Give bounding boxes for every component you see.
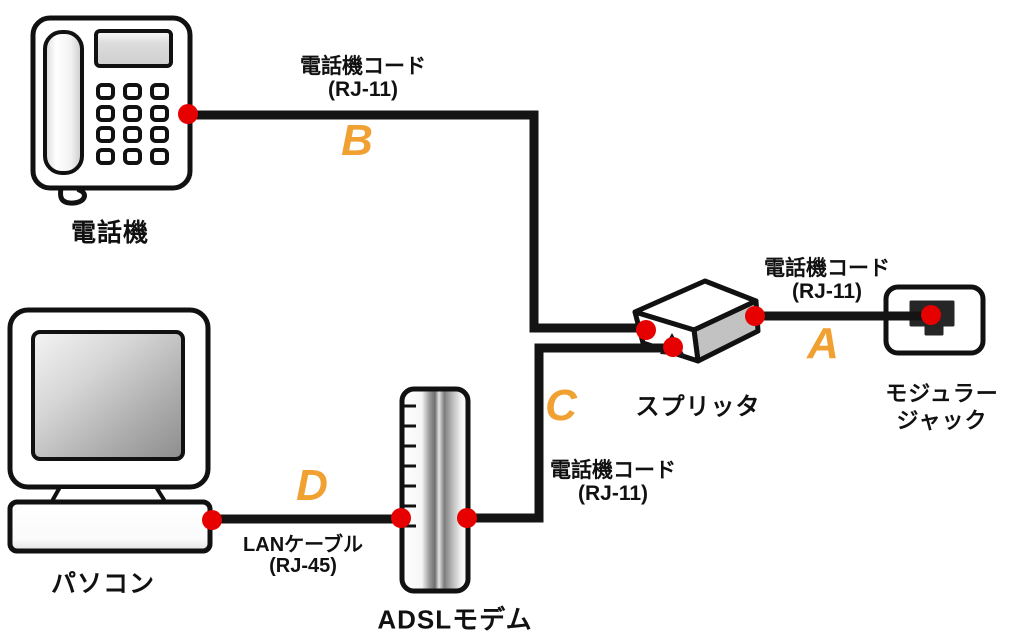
connector-dot-splitter-port-b — [636, 320, 656, 340]
cable-b-letter: B — [341, 116, 373, 165]
cable-d-type-connector: (RJ-45) — [269, 555, 337, 577]
cable-c-type: 電話機コード (RJ-11) — [550, 459, 676, 505]
cable-d-letter: D — [296, 461, 328, 510]
phone-keypad — [96, 83, 169, 165]
jack-label: モジュラー ジャック — [885, 380, 998, 434]
cable-a-type-name: 電話機コード — [764, 257, 890, 280]
phone-label: 電話機 — [70, 219, 150, 247]
cable-c-letter: C — [545, 381, 577, 430]
modem-label: ADSLモデム — [377, 604, 533, 635]
modem-illustration — [399, 386, 471, 594]
connector-dot-jack — [921, 305, 941, 325]
pc-illustration — [7, 307, 213, 554]
pc-base — [7, 499, 213, 554]
connector-dot-pc — [202, 510, 222, 530]
telephone-illustration — [30, 15, 193, 206]
pc-screen — [31, 330, 185, 461]
cable-b-type-connector: (RJ-11) — [327, 78, 399, 101]
cable-b-type-name: 電話機コード — [300, 55, 426, 78]
phone-handset — [43, 30, 84, 175]
modem-body — [399, 386, 471, 594]
connector-dot-splitter-port-a — [745, 306, 765, 326]
cable-a-type-connector: (RJ-11) — [791, 280, 863, 303]
connector-dot-splitter-port-c — [663, 337, 683, 357]
cable-b-line — [188, 110, 648, 333]
cable-d-type: LANケーブル (RJ-45) — [243, 535, 363, 577]
connector-dot-modem-right — [457, 508, 477, 528]
phone-display — [94, 29, 173, 68]
connector-dot-modem-left — [391, 508, 411, 528]
splitter-label: スプリッタ — [635, 393, 761, 421]
cable-c-line — [462, 343, 676, 523]
cable-a-type: 電話機コード (RJ-11) — [764, 257, 890, 303]
pc-label: パソコン — [50, 570, 156, 598]
connector-dot-phone — [178, 104, 198, 124]
connector-dots — [178, 104, 941, 530]
cable-d-type-name: LANケーブル — [243, 534, 363, 556]
cable-b-type: 電話機コード (RJ-11) — [300, 55, 426, 101]
jack-label-line1: モジュラー — [885, 381, 999, 406]
cable-c-type-name: 電話機コード — [550, 459, 676, 482]
cable-a-letter: A — [807, 319, 839, 368]
cable-c-type-connector: (RJ-11) — [577, 482, 649, 505]
jack-label-line2: ジャック — [896, 408, 988, 433]
